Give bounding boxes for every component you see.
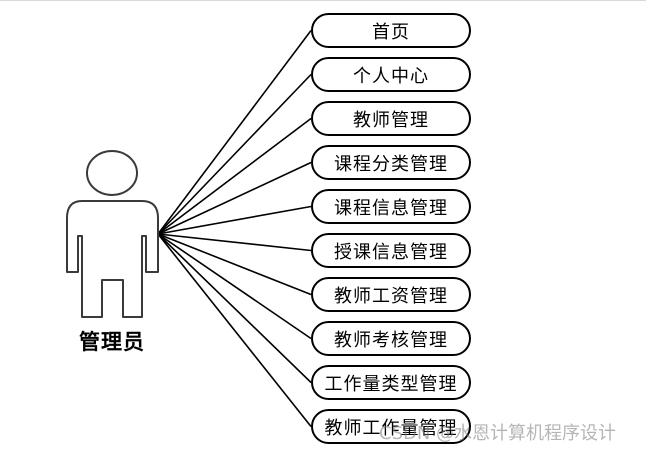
person-head	[86, 150, 138, 196]
top-divider	[0, 0, 646, 1]
connector-line	[157, 233, 312, 384]
connector-line	[157, 233, 312, 252]
usecase-course-category-management: 课程分类管理	[311, 145, 471, 180]
usecase-teaching-info-management: 授课信息管理	[311, 233, 471, 268]
connector-line	[157, 30, 312, 235]
connector-line	[157, 233, 312, 427]
connector-line	[157, 233, 312, 296]
usecase-teacher-assessment-management: 教师考核管理	[311, 321, 471, 356]
usecase-workload-type-management: 工作量类型管理	[311, 365, 471, 400]
actor-label: 管理员	[79, 330, 145, 354]
connector-line	[157, 233, 312, 340]
usecase-teacher-workload-management: 教师工作量管理	[311, 409, 471, 444]
connector-line	[157, 73, 312, 235]
connector-line	[157, 205, 312, 235]
usecase-home: 首页	[311, 13, 471, 48]
person-body	[66, 200, 159, 318]
usecase-teacher-salary-management: 教师工资管理	[311, 277, 471, 312]
csdn-watermark: CSDN @水恩计算机程序设计	[379, 423, 617, 444]
connector-line	[157, 117, 312, 235]
usecase-teacher-management: 教师管理	[311, 101, 471, 136]
usecase-personal-center: 个人中心	[311, 57, 471, 92]
usecase-course-info-management: 课程信息管理	[311, 189, 471, 224]
connector-line	[157, 161, 312, 235]
